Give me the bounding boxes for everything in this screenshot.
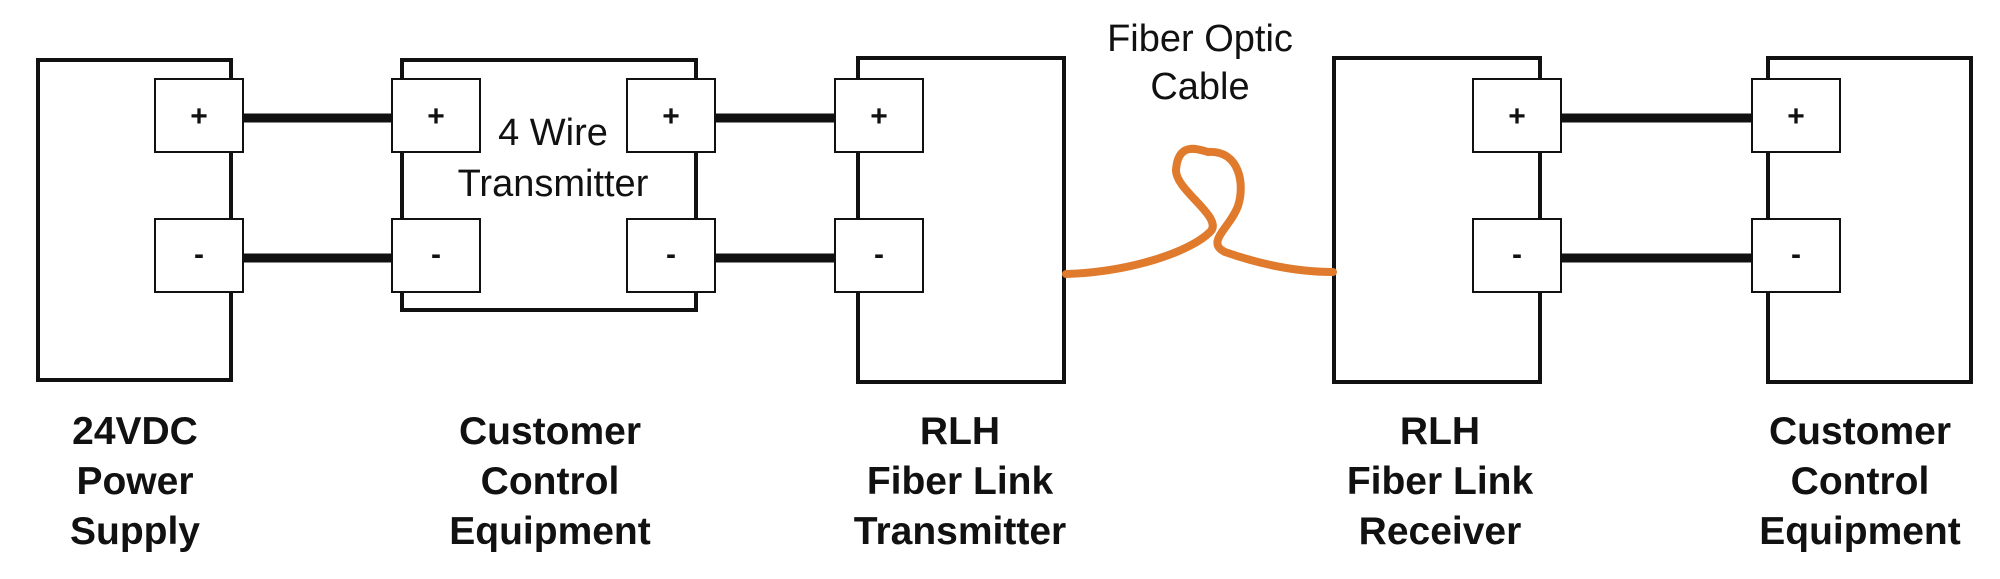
- terminal-negative: -: [154, 218, 244, 293]
- label-line: Control: [1790, 460, 1930, 503]
- terminal-positive: +: [1751, 78, 1841, 153]
- label-line: Transmitter: [853, 510, 1067, 553]
- terminal-positive: +: [391, 78, 481, 153]
- svg-text:-: -: [874, 238, 884, 271]
- svg-text:+: +: [662, 100, 680, 133]
- fiber-optic-cable-label: Fiber Optic Cable: [1070, 15, 1330, 111]
- label-line: RLH: [919, 410, 1001, 453]
- terminal-positive: +: [1472, 78, 1562, 153]
- label-line: Receiver: [1358, 510, 1522, 553]
- transmitter-inner-line1: 4 Wire: [498, 112, 608, 154]
- label-line: Fiber Link: [1346, 460, 1534, 503]
- svg-text:-: -: [1791, 238, 1801, 271]
- terminal-negative: -: [834, 218, 924, 293]
- svg-text:-: -: [1512, 238, 1522, 271]
- transmitter-inner-line2: Transmitter: [458, 163, 649, 205]
- rlh-transmitter-label: RLH Fiber Link Transmitter: [815, 407, 1105, 557]
- svg-text:-: -: [666, 238, 676, 271]
- label-line: 24VDC: [72, 410, 198, 453]
- label-line: Equipment: [449, 510, 651, 553]
- terminal-negative: -: [1751, 218, 1841, 293]
- fiber-label-line2: Cable: [1150, 66, 1250, 108]
- label-line: Equipment: [1759, 510, 1961, 553]
- rlh-receiver-label: RLH Fiber Link Receiver: [1295, 407, 1585, 557]
- terminal-positive: +: [626, 78, 716, 153]
- label-line: Fiber Link: [866, 460, 1054, 503]
- label-line: Customer: [1768, 410, 1952, 453]
- label-line: RLH: [1399, 410, 1481, 453]
- fiber-optic-cable: [1062, 144, 1337, 278]
- terminal-positive: +: [154, 78, 244, 153]
- svg-text:+: +: [427, 100, 445, 133]
- terminal-positive: +: [834, 78, 924, 153]
- terminal-negative: -: [1472, 218, 1562, 293]
- terminal-negative: -: [626, 218, 716, 293]
- label-line: Supply: [69, 510, 200, 553]
- svg-text:+: +: [1787, 100, 1805, 133]
- customer-control-left-label: Customer Control Equipment: [410, 407, 690, 557]
- customer-control-right-label: Customer Control Equipment: [1722, 407, 1998, 557]
- terminal-negative: -: [391, 218, 481, 293]
- label-line: Power: [76, 460, 194, 503]
- svg-text:-: -: [431, 238, 441, 271]
- label-line: Control: [480, 460, 620, 503]
- svg-text:+: +: [190, 100, 208, 133]
- label-line: Customer: [458, 410, 642, 453]
- svg-text:-: -: [194, 238, 204, 271]
- fiber-label-line1: Fiber Optic: [1107, 18, 1293, 60]
- svg-text:+: +: [1508, 100, 1526, 133]
- svg-text:+: +: [870, 100, 888, 133]
- power-supply-label: 24VDC Power Supply: [20, 407, 250, 557]
